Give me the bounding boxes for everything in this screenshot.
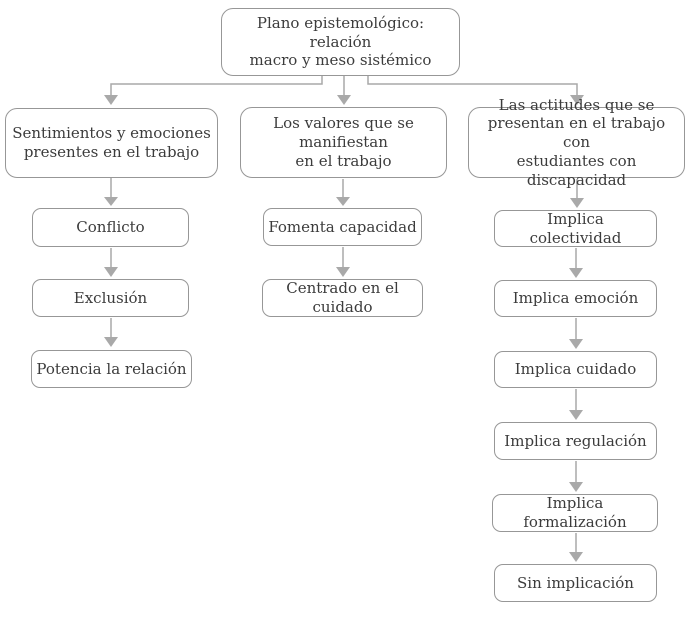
arrowhead (337, 95, 351, 105)
arrowhead (336, 197, 350, 206)
arrowhead (569, 339, 583, 349)
node-implica-colectividad: Implica colectividad (494, 210, 657, 247)
node-conflicto: Conflicto (32, 208, 189, 247)
node-implica-cuidado: Implica cuidado (494, 351, 657, 388)
node-potencia-la-relacion: Potencia la relación (31, 350, 192, 388)
arrowhead (336, 267, 350, 277)
arrowhead (569, 552, 583, 562)
node-sin-implicacion: Sin implicación (494, 564, 657, 602)
arrow-root-to-col3 (367, 76, 578, 95)
node-col1-header: Sentimientos y emociones presentes en el… (5, 108, 218, 178)
node-fomenta-capacidad: Fomenta capacidad (263, 208, 422, 246)
arrowhead (104, 197, 118, 206)
arrowhead (104, 337, 118, 347)
arrowhead (570, 198, 584, 208)
node-col3-header: Las actitudes que se presentan en el tra… (468, 96, 685, 189)
node-exclusion: Exclusión (32, 279, 189, 317)
arrowhead (569, 410, 583, 420)
node-root: Plano epistemológico: relación macro y m… (221, 8, 460, 76)
arrowhead (104, 95, 118, 105)
node-implica-formalizacion: Implica formalización (492, 494, 658, 532)
node-centrado-en-el-cuidado: Centrado en el cuidado (262, 279, 423, 317)
arrow-root-to-col1 (110, 76, 323, 95)
node-col2-header: Los valores que se manifiestan en el tra… (240, 107, 447, 178)
arrowhead (569, 482, 583, 492)
arrowhead (104, 267, 118, 277)
arrowhead (569, 268, 583, 278)
node-implica-emocion: Implica emoción (494, 280, 657, 317)
node-implica-regulacion: Implica regulación (494, 422, 657, 460)
